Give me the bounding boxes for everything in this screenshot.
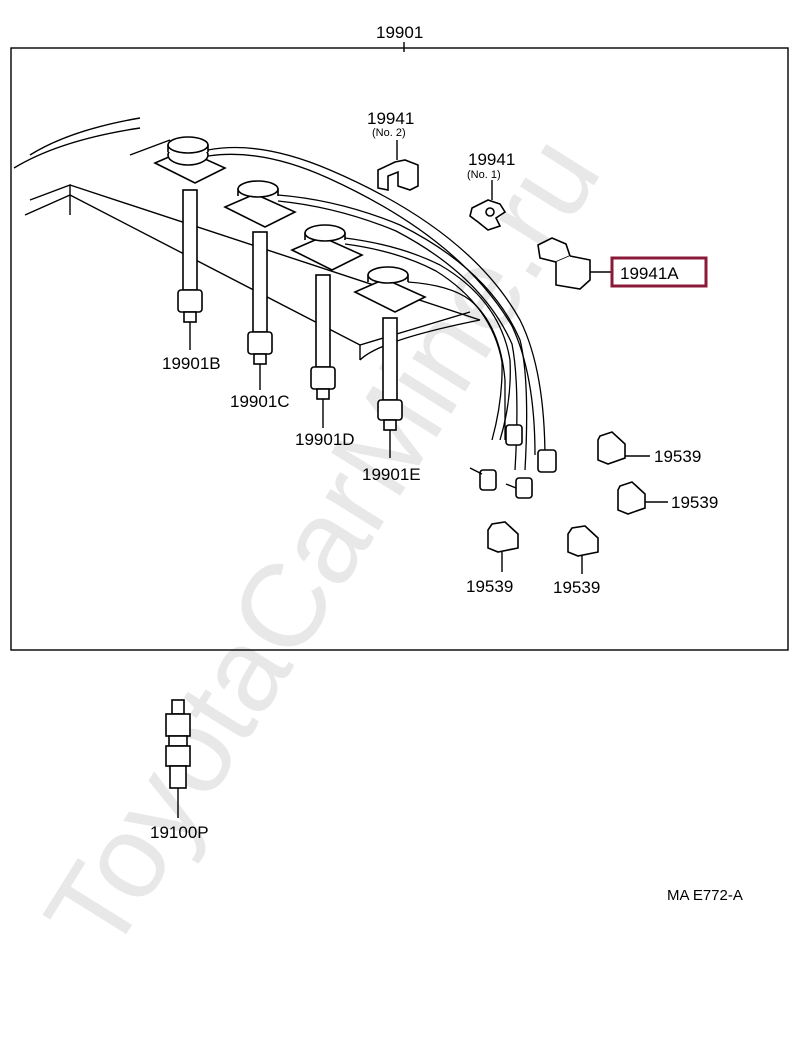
label-wire-c[interactable]: 19901C [230, 392, 290, 411]
label-holder-1[interactable]: 19539 [654, 447, 701, 466]
label-wire-e[interactable]: 19901E [362, 465, 421, 484]
label-wire-b[interactable]: 19901B [162, 354, 221, 373]
wire-holder-3 [487, 521, 519, 572]
wire-harness [207, 146, 546, 471]
clamp-no2-part [377, 159, 419, 191]
ignition-coil-4 [353, 266, 427, 313]
label-clamp-no1[interactable]: 19941 [468, 150, 515, 169]
label-clamp-no2[interactable]: 19941 [367, 109, 414, 128]
plug-wire-boot-c [247, 231, 273, 365]
clamp-no1-part [469, 199, 507, 231]
assembly-frame [10, 47, 789, 651]
label-wire-d[interactable]: 19901D [295, 430, 355, 449]
ignition-coil-2 [223, 180, 297, 228]
label-clamp-no2-sub: (No. 2) [372, 127, 406, 139]
diagram-code: MA E772-A [667, 887, 743, 904]
wire-holder-4 [567, 525, 599, 574]
plug-wire-boot-b [177, 189, 203, 323]
wire-holder-1 [597, 431, 650, 465]
label-holder-3[interactable]: 19539 [466, 577, 513, 596]
plug-wire-boot-d [310, 274, 336, 400]
plug-wire-boot-e [377, 317, 403, 431]
ignition-coil-3 [290, 224, 364, 271]
label-assembly[interactable]: 19901 [376, 23, 423, 42]
wire-terminals [469, 424, 557, 499]
clamp-a-part [537, 237, 612, 290]
label-clamp-a[interactable]: 19941A [620, 264, 679, 283]
highlight-box [610, 256, 708, 288]
ignition-coil-1 [153, 136, 227, 184]
label-clamp-no1-sub: (No. 1) [467, 169, 501, 181]
label-holder-4[interactable]: 19539 [553, 578, 600, 597]
label-holder-2[interactable]: 19539 [671, 493, 718, 512]
spark-plug-part [165, 699, 191, 818]
label-spark-plug[interactable]: 19100P [150, 823, 209, 842]
wire-holder-2 [617, 481, 668, 515]
